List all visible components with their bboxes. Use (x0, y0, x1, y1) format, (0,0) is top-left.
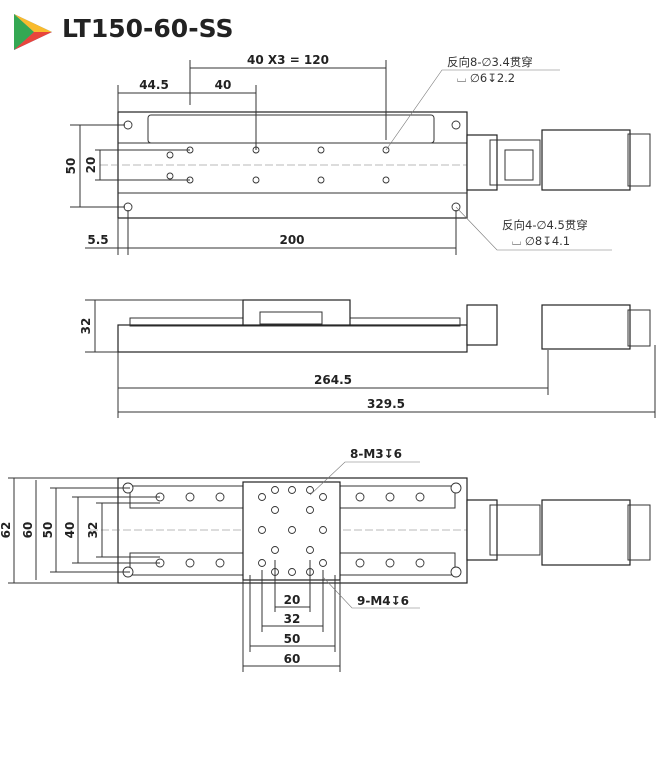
dim-spacing: 40 (215, 78, 232, 92)
dim-offset: 44.5 (139, 78, 169, 92)
dim-row: 20 (84, 157, 98, 174)
note-counterbore-2-line1: 反向4-∅4.5贯穿 (502, 218, 588, 232)
mounting-hole (385, 558, 395, 568)
dim-body: 264.5 (314, 373, 352, 387)
mounting-hole (319, 526, 327, 534)
note-counterbore-2-line2: ⌴ ∅8↧4.1 (512, 234, 570, 248)
dim-h60: 60 (284, 652, 301, 666)
mounting-hole (123, 202, 133, 212)
dim-h50: 50 (284, 632, 301, 646)
mounting-hole (252, 176, 260, 184)
mounting-hole (166, 172, 174, 180)
mounting-hole (185, 492, 195, 502)
dim-h20: 20 (284, 593, 301, 607)
mounting-hole (258, 526, 266, 534)
mounting-hole (258, 559, 266, 567)
mounting-hole (355, 492, 365, 502)
dim-height: 32 (79, 318, 93, 335)
mounting-hole (450, 482, 462, 494)
mounting-hole (450, 566, 462, 578)
mounting-hole (415, 558, 425, 568)
bottom-view: 62 60 50 40 32 20 32 50 60 8-M3↧6 9-M4↧6 (0, 447, 651, 672)
dim-h32: 32 (284, 612, 301, 626)
dim-end: 5.5 (87, 233, 108, 247)
mounting-hole (288, 526, 296, 534)
dim-62: 62 (0, 522, 13, 539)
dim-pitch: 40 X3 = 120 (247, 53, 329, 67)
note-m4: 9-M4↧6 (357, 594, 409, 608)
mounting-hole (306, 546, 314, 554)
mounting-hole (185, 558, 195, 568)
mounting-hole (215, 492, 225, 502)
mounting-hole (258, 493, 266, 501)
mounting-hole (166, 151, 174, 159)
mounting-hole (317, 146, 325, 154)
mounting-hole (385, 492, 395, 502)
dim-length: 200 (279, 233, 304, 247)
mounting-hole (317, 176, 325, 184)
mounting-hole (271, 486, 279, 494)
mounting-hole (451, 120, 461, 130)
mounting-hole (271, 546, 279, 554)
dim-width: 50 (64, 158, 78, 175)
mounting-hole (319, 493, 327, 501)
note-counterbore-1-line1: 反向8-∅3.4贯穿 (447, 55, 533, 69)
dim-total: 329.5 (367, 397, 405, 411)
mounting-hole (355, 558, 365, 568)
dim-40: 40 (63, 522, 77, 539)
mounting-hole (319, 559, 327, 567)
mounting-hole (382, 176, 390, 184)
mounting-hole (288, 568, 296, 576)
mounting-hole (123, 120, 133, 130)
mounting-hole (306, 506, 314, 514)
mounting-hole (288, 486, 296, 494)
side-view: 32 264.5 329.5 (79, 299, 656, 418)
mounting-hole (306, 486, 314, 494)
mounting-hole (271, 506, 279, 514)
mounting-hole (415, 492, 425, 502)
dim-32: 32 (86, 522, 100, 539)
mounting-hole (215, 558, 225, 568)
dim-50: 50 (41, 522, 55, 539)
top-view: 40 X3 = 120 44.5 40 50 20 5.5 200 反向8-∅3.… (64, 53, 651, 255)
dim-60: 60 (21, 522, 35, 539)
note-counterbore-1-line2: ⌴ ∅6↧2.2 (457, 71, 515, 85)
product-title: LT150-60-SS (62, 14, 234, 43)
note-m3: 8-M3↧6 (350, 447, 402, 461)
play-logo-icon (14, 14, 52, 50)
